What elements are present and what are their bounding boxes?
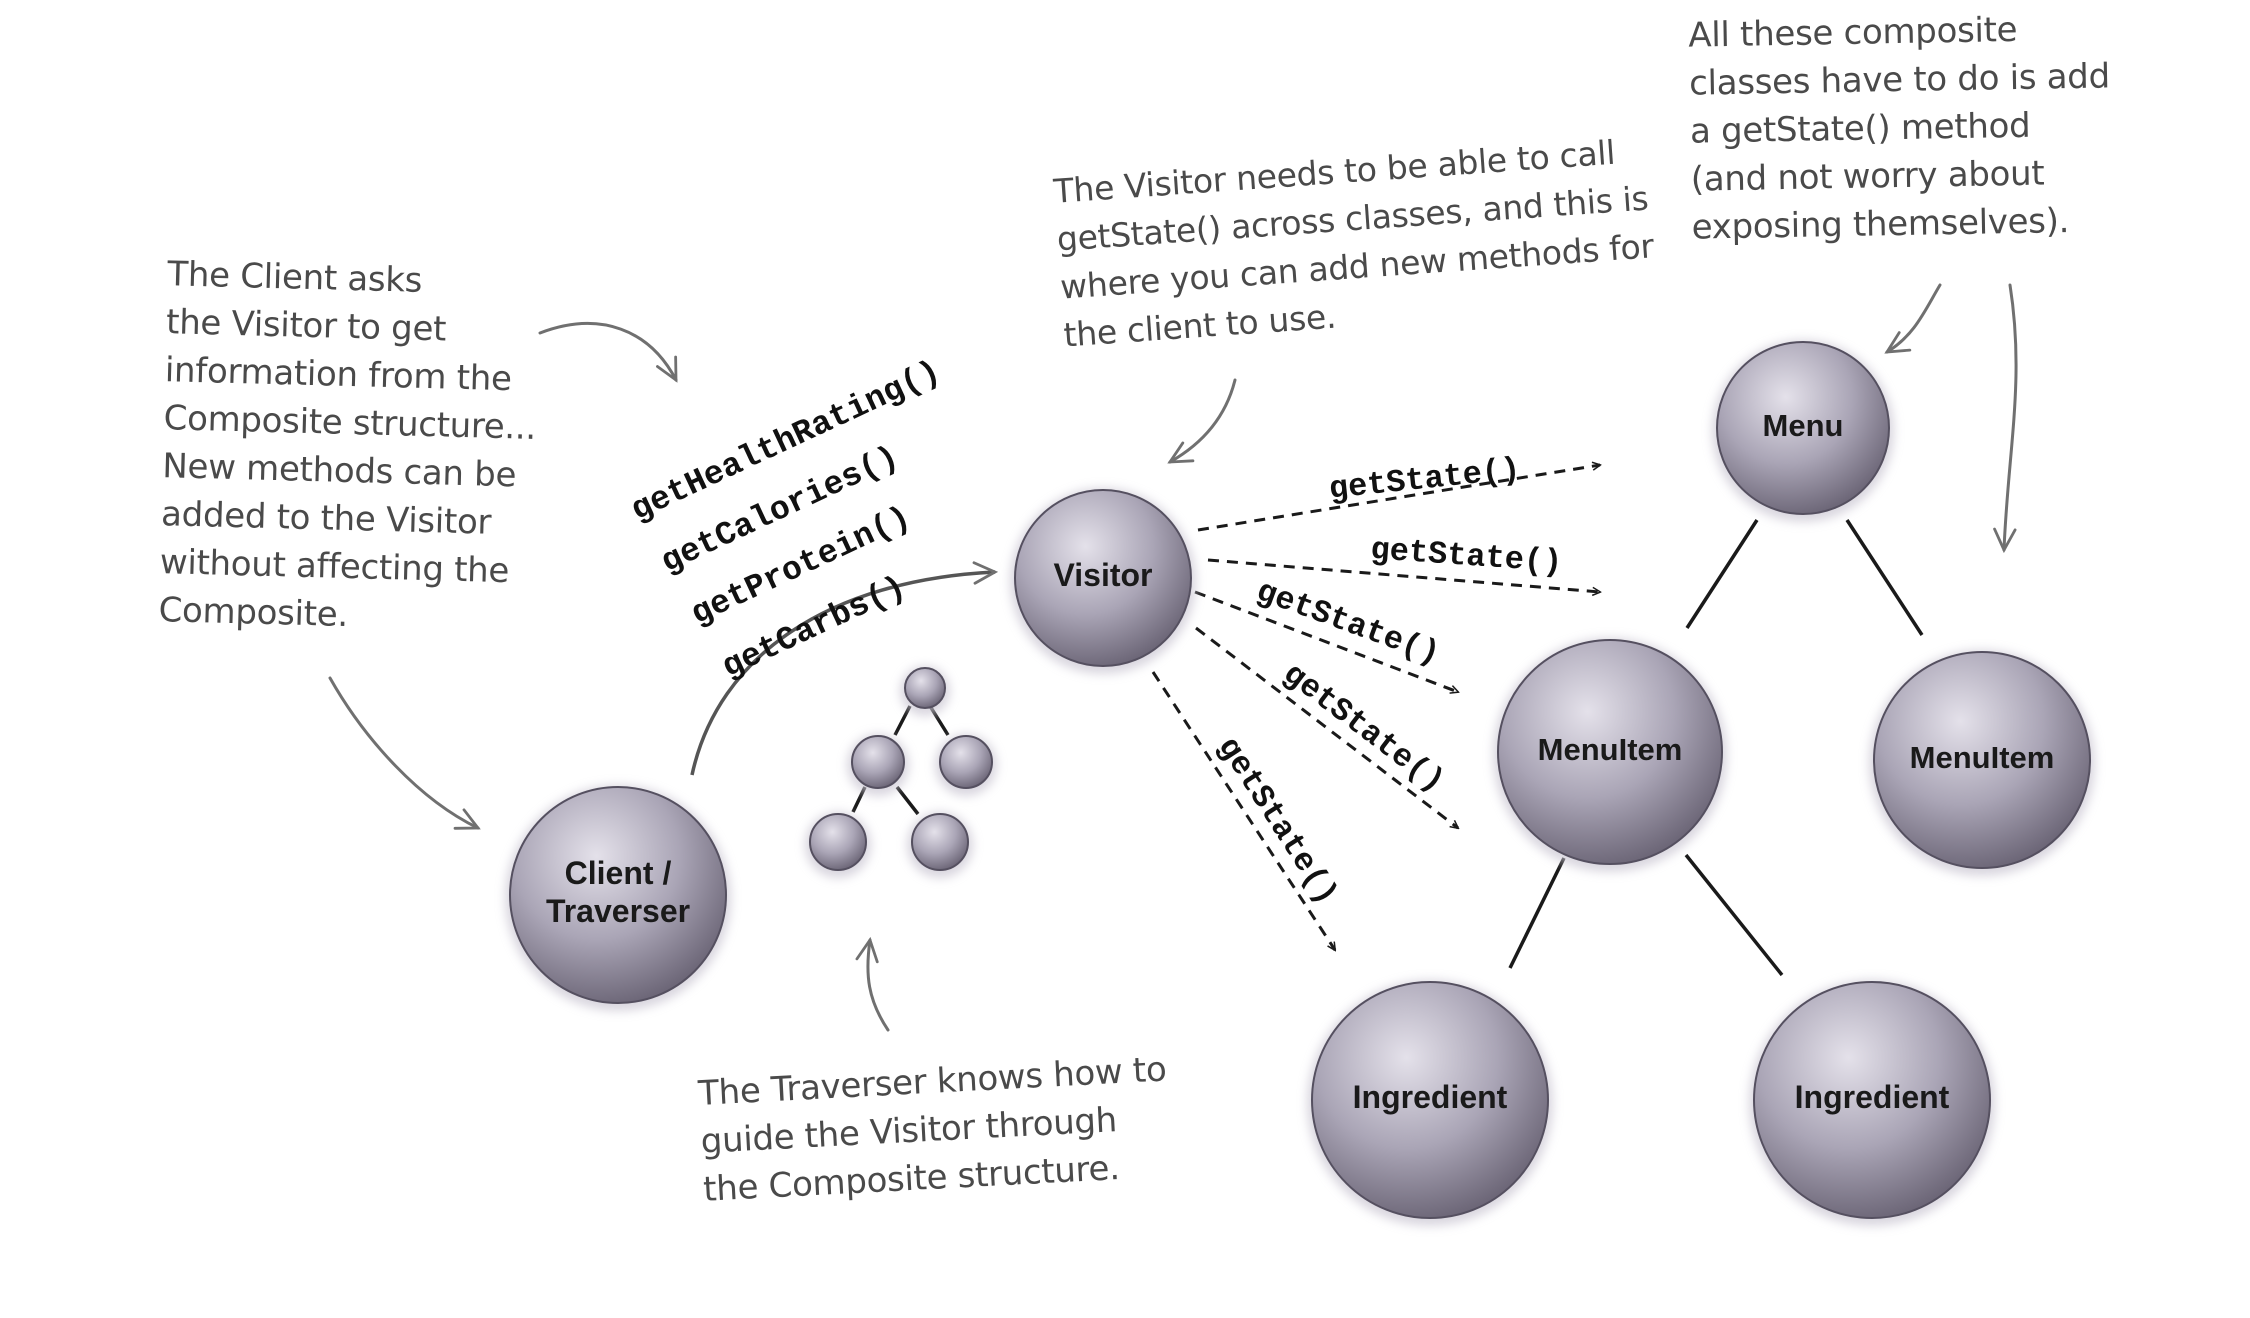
mini-tree-node [935, 734, 997, 796]
connector-menuitem-ingredient-right [1684, 853, 1784, 977]
state-arrow-1 [1197, 465, 1600, 532]
node-label-line: Client / [565, 855, 672, 891]
mini-tree-node [805, 812, 871, 878]
node-circle [1716, 341, 1890, 515]
annotation-arrows [328, 283, 2018, 1032]
annotation-arrow-composite-note-to-menuitem [1993, 283, 2018, 554]
traverser-annotation: The Traverser knows how to guide the Vis… [697, 1049, 1168, 1210]
node-circle [1873, 651, 2091, 869]
client-method-list: getHealthRating() getCalories() getProte… [626, 353, 947, 686]
state-call-label: getState() [1369, 531, 1563, 581]
node-circle [1014, 489, 1192, 667]
node-circle [851, 735, 905, 789]
tree-connectors [1508, 519, 1924, 977]
composite-annotation: All these composite classes have to do i… [1688, 9, 2111, 248]
node-ingredient-left: Ingredient [1307, 980, 1553, 1226]
annotation-arrow-client-note-to-methods [538, 322, 678, 383]
node-label-line: Ingredient [1795, 1079, 1950, 1115]
node-label-line: Visitor [1054, 557, 1153, 593]
node-label: Menu [1763, 408, 1844, 443]
node-circle [809, 813, 867, 871]
state-call-label: getState() [1252, 573, 1445, 673]
state-arrow-2 [1207, 558, 1600, 592]
node-label: MenuItem [1910, 740, 2055, 775]
node-menuitem-right: MenuItem [1869, 650, 2095, 876]
connector-menu-menuitem-left [1685, 519, 1759, 629]
node-menu: Menu [1712, 340, 1894, 522]
node-circle [1497, 639, 1723, 865]
mini-tree-node [900, 666, 950, 716]
node-label-line: Ingredient [1353, 1079, 1508, 1115]
node-label: Ingredient [1353, 1079, 1508, 1115]
node-label-line: Menu [1763, 408, 1844, 443]
mini-tree-node [907, 812, 973, 878]
state-arrow-3 [1194, 590, 1458, 692]
node-label-line: Traverser [546, 894, 690, 930]
connector-menuitem-ingredient-left [1508, 857, 1566, 969]
mini-connector [893, 705, 912, 736]
annotation-arrow-client-note-to-client [328, 676, 481, 830]
client-to-visitor-arrow [690, 561, 999, 776]
node-label-line: MenuItem [1910, 740, 2055, 775]
node-circle [1311, 981, 1549, 1219]
node-ingredient-right: Ingredient [1749, 980, 1995, 1226]
mini-tree-node [847, 734, 909, 796]
state-call-label: getState() [1327, 451, 1522, 508]
node-label: Ingredient [1795, 1079, 1950, 1115]
annotation-arrow-traverser-note [855, 936, 890, 1032]
annotation-arrow-composite-note-to-menu [1884, 283, 1942, 354]
node-visitor: Visitor [1010, 488, 1196, 674]
state-arrow-4 [1195, 626, 1458, 828]
node-circle [939, 735, 993, 789]
node-label: Client /Traverser [546, 855, 690, 929]
state-call-arrows [1151, 465, 1600, 950]
node-circle [1753, 981, 1991, 1219]
client-annotation: The Client asks the Visitor to get infor… [158, 254, 537, 636]
node-circle [911, 813, 969, 871]
state-call-label: getState() [1210, 730, 1346, 911]
mini-connector [895, 785, 920, 816]
node-label: MenuItem [1538, 732, 1683, 767]
annotation-arrow-visitor-note [1167, 378, 1237, 464]
state-arrow-5 [1151, 671, 1337, 950]
node-client: Client /Traverser [505, 785, 731, 1011]
node-circle [904, 667, 946, 709]
node-label-line: MenuItem [1538, 732, 1683, 767]
state-call-label: getState() [1276, 655, 1452, 800]
connector-menu-menuitem-right [1845, 519, 1924, 636]
node-circle [509, 786, 727, 1004]
node-label: Visitor [1054, 557, 1153, 593]
node-menuitem-left: MenuItem [1493, 638, 1727, 872]
